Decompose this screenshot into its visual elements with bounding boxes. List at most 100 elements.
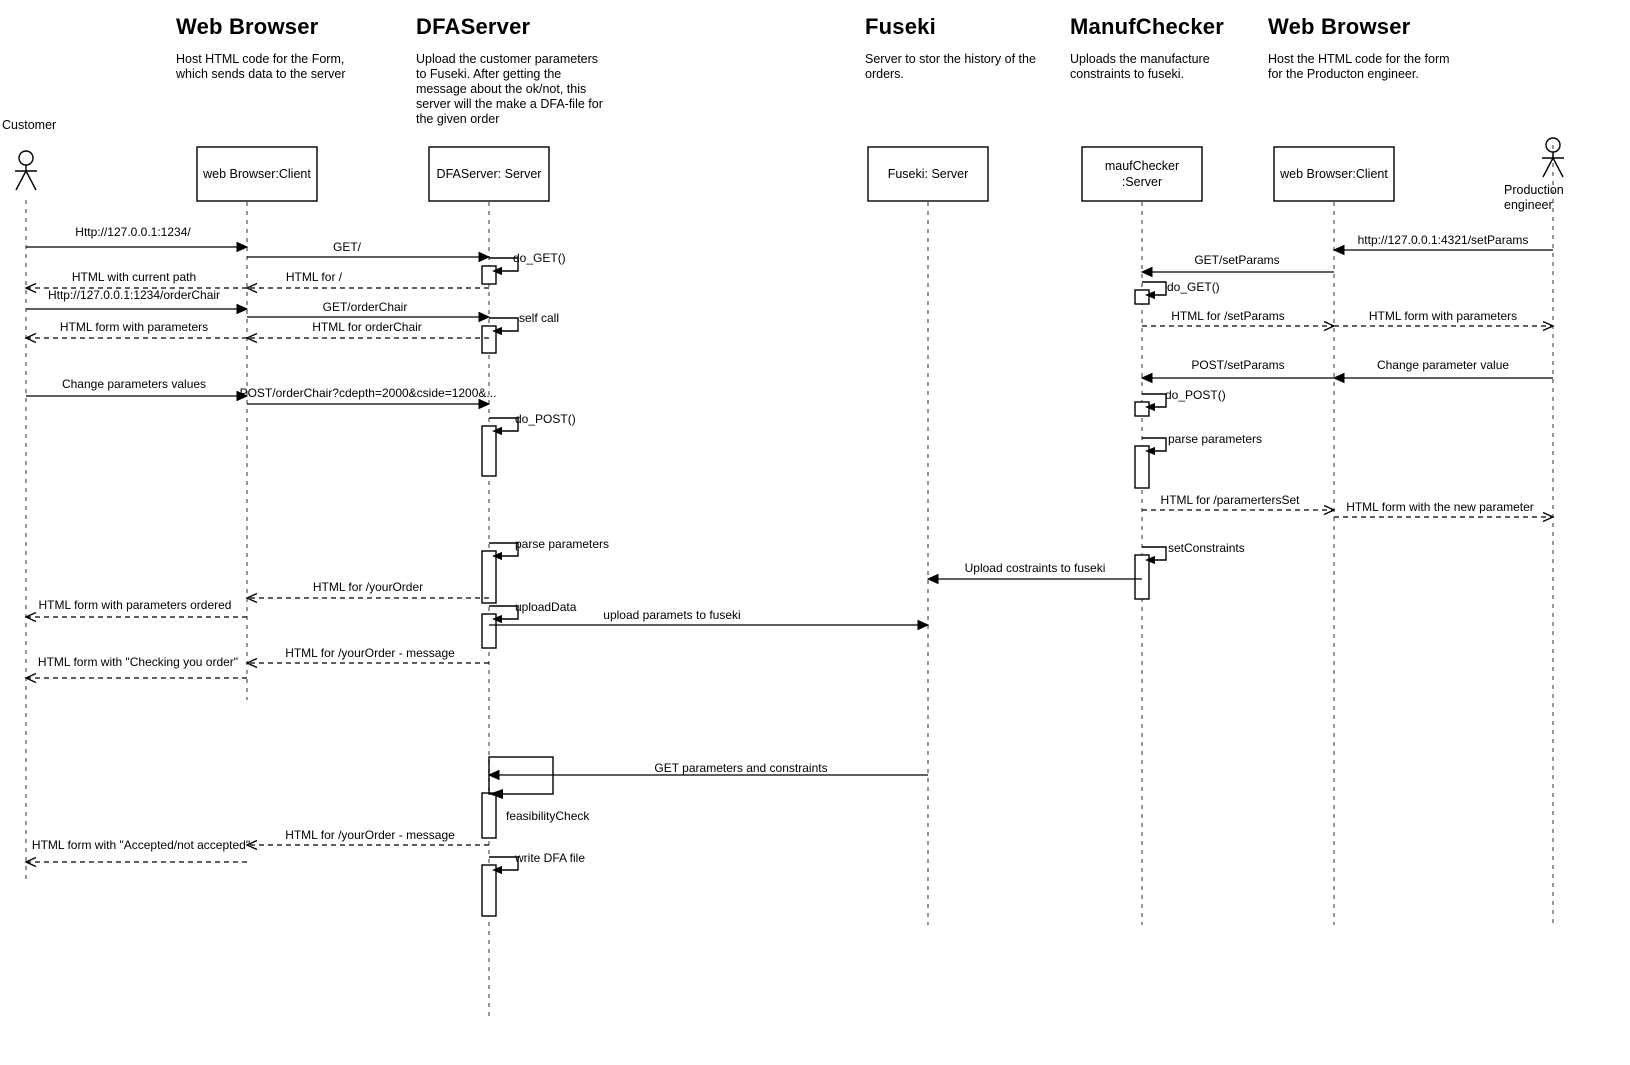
- description-line: the given order: [416, 112, 500, 126]
- self-call-arrowhead: [492, 327, 502, 335]
- column-title-1: DFAServer: [416, 14, 531, 39]
- activation-bar: [481, 613, 497, 649]
- message-m24[interactable]: HTML form with "Accepted/not accepted": [24, 838, 250, 868]
- message-m34[interactable]: parse parameters: [1134, 432, 1262, 489]
- self-call-path: [489, 856, 519, 871]
- participant-box-2: Fuseki: Server: [867, 146, 989, 202]
- message-label: HTML for /setParams: [1171, 309, 1285, 323]
- activation-bar: [481, 550, 497, 604]
- message-m10[interactable]: HTML form with parameters: [24, 320, 247, 344]
- actor-head: [18, 150, 34, 166]
- message-m1[interactable]: Http://127.0.0.1:1234/: [26, 225, 249, 253]
- message-m36[interactable]: HTML form with the new parameter: [1334, 500, 1555, 523]
- message-m31[interactable]: POST/setParams: [1140, 358, 1334, 384]
- message-label: HTML with current path: [72, 270, 196, 284]
- message-m26[interactable]: http://127.0.0.1:4321/setParams: [1332, 233, 1553, 256]
- message-arrowhead: [24, 856, 37, 868]
- message-label: HTML form with "Accepted/not accepted": [32, 838, 250, 852]
- message-label: HTML form with parameters: [1369, 309, 1517, 323]
- column-title-3: ManufChecker: [1070, 14, 1224, 39]
- activation-bar: [481, 265, 497, 285]
- column-title-4: Web Browser: [1268, 14, 1411, 39]
- message-arrowhead: [487, 769, 500, 781]
- message-label: setConstraints: [1168, 541, 1245, 555]
- message-m29[interactable]: HTML for /setParams: [1142, 309, 1336, 332]
- message-m17[interactable]: HTML form with parameters ordered: [24, 598, 247, 623]
- message-arrowhead: [478, 311, 491, 323]
- message-m9[interactable]: HTML for orderChair: [245, 320, 489, 344]
- message-m2[interactable]: GET/: [247, 240, 491, 263]
- message-m5[interactable]: HTML with current path: [24, 270, 247, 294]
- message-m13[interactable]: do_POST(): [481, 412, 576, 477]
- message-label: HTML form with parameters ordered: [39, 598, 232, 612]
- message-m12[interactable]: POST/orderChair?cdepth=2000&cside=1200&.…: [240, 386, 497, 410]
- message-m16[interactable]: uploadData: [481, 600, 577, 649]
- column-title-0: Web Browser: [176, 14, 319, 39]
- message-arrowhead: [236, 241, 249, 253]
- message-arrowhead: [1542, 320, 1555, 332]
- participant-box-label: :Server: [1122, 175, 1162, 189]
- participant-box-label: Fuseki: Server: [888, 167, 969, 181]
- column-title-2: Fuseki: [865, 14, 936, 39]
- participant-box-label: web Browser:Client: [202, 167, 311, 181]
- message-m23[interactable]: HTML for /yourOrder - message: [245, 828, 489, 851]
- message-label: HTML for orderChair: [312, 320, 422, 334]
- participant-box-rect: [428, 146, 550, 202]
- message-m8[interactable]: self call: [481, 311, 559, 354]
- self-call-arrowhead: [492, 615, 502, 623]
- message-arrowhead: [236, 390, 249, 402]
- message-m11[interactable]: Change parameters values: [26, 377, 249, 402]
- self-call-arrowhead: [1145, 291, 1155, 299]
- message-m38[interactable]: Upload costraints to fuseki: [926, 561, 1142, 585]
- message-m37[interactable]: setConstraints: [1134, 541, 1245, 600]
- message-label: do_POST(): [515, 412, 576, 426]
- message-m27[interactable]: GET/setParams: [1140, 253, 1334, 278]
- message-m15[interactable]: HTML for /yourOrder: [245, 580, 489, 604]
- description-line: Host HTML code for the Form,: [176, 52, 345, 66]
- message-arrowhead: [478, 398, 491, 410]
- description-line: server will the make a DFA-file for: [416, 97, 603, 111]
- message-label: POST/orderChair?cdepth=2000&cside=1200&.…: [240, 386, 497, 400]
- message-m32[interactable]: Change parameter value: [1332, 358, 1553, 384]
- message-m28[interactable]: do_GET(): [1134, 280, 1220, 305]
- message-m18[interactable]: upload paramets to fuseki: [489, 608, 930, 631]
- message-arrowhead: [478, 251, 491, 263]
- message-m30[interactable]: HTML form with parameters: [1334, 309, 1555, 332]
- description-line: Uploads the manufacture: [1070, 52, 1210, 66]
- message-m25[interactable]: write DFA file: [481, 851, 585, 917]
- message-m33[interactable]: do_POST(): [1134, 388, 1226, 417]
- description-line: Server to stor the history of the: [865, 52, 1036, 66]
- message-m19[interactable]: HTML for /yourOrder - message: [245, 646, 489, 669]
- message-label: http://127.0.0.1:4321/setParams: [1358, 233, 1529, 247]
- message-m35[interactable]: HTML for /paramertersSet: [1142, 493, 1336, 516]
- message-label: Change parameters values: [62, 377, 206, 391]
- message-arrowhead: [24, 672, 37, 684]
- message-m14[interactable]: parse parameters: [481, 537, 609, 604]
- message-arrowhead: [1140, 266, 1153, 278]
- activation-bar: [1134, 401, 1150, 417]
- message-label: Http://127.0.0.1:1234/: [75, 225, 191, 239]
- message-m3[interactable]: do_GET(): [481, 251, 566, 285]
- message-m22[interactable]: feasibilityCheck: [481, 792, 590, 839]
- message-label: parse parameters: [1168, 432, 1262, 446]
- message-arrowhead: [236, 303, 249, 315]
- message-m20[interactable]: HTML form with "Checking you order": [24, 655, 247, 684]
- participant-box-1: DFAServer: Server: [428, 146, 550, 202]
- self-call-path: [1142, 393, 1167, 408]
- actor-leg-right: [25, 170, 37, 191]
- message-m7[interactable]: GET/orderChair: [247, 300, 491, 323]
- message-arrowhead: [245, 592, 258, 604]
- message-label: parse parameters: [515, 537, 609, 551]
- message-label: HTML for /yourOrder: [313, 580, 423, 594]
- message-m4[interactable]: HTML for /: [245, 270, 489, 294]
- self-call-arrowhead: [492, 552, 502, 560]
- actor-figure-0: [15, 150, 37, 191]
- message-label: HTML form with "Checking you order": [38, 655, 238, 669]
- participant-box-label: DFAServer: Server: [437, 167, 542, 181]
- activation-bar: [1134, 289, 1150, 305]
- message-m21[interactable]: GET parameters and constraints: [487, 761, 928, 781]
- message-m6[interactable]: Http://127.0.0.1:1234/orderChair: [26, 288, 249, 315]
